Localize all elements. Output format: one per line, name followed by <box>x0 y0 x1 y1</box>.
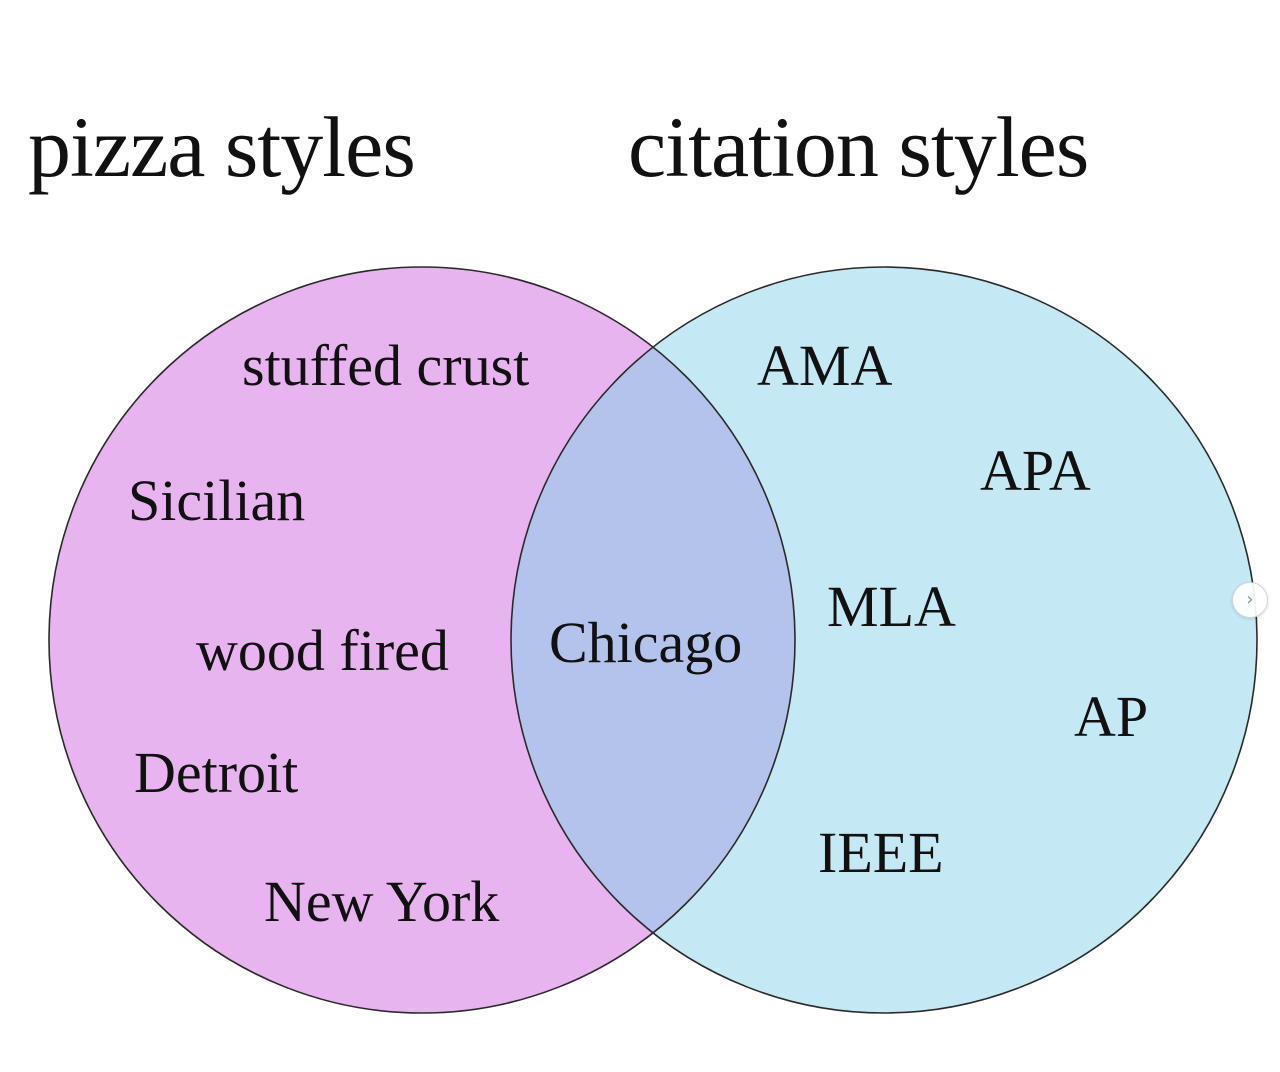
item-ama: AMA <box>757 333 893 398</box>
item-stuffed-crust: stuffed crust <box>242 333 530 398</box>
next-slide-button[interactable]: › <box>1232 582 1268 618</box>
item-mla: MLA <box>827 574 956 639</box>
item-detroit: Detroit <box>134 740 299 805</box>
item-sicilian: Sicilian <box>128 468 306 533</box>
pizza-styles-outline <box>48 266 796 1014</box>
item-chicago: Chicago <box>549 610 743 675</box>
item-ap: AP <box>1074 684 1149 749</box>
citation-styles-heading: citation styles <box>628 99 1089 195</box>
citation-styles-outline <box>510 266 1258 1014</box>
item-apa: APA <box>980 438 1091 503</box>
overlap-region <box>511 267 795 1013</box>
item-wood-fired: wood fired <box>196 618 449 683</box>
item-ieee: IEEE <box>818 820 944 885</box>
item-new-york: New York <box>264 869 500 934</box>
chevron-right-icon: › <box>1246 589 1254 610</box>
pizza-styles-heading: pizza styles <box>28 99 416 195</box>
